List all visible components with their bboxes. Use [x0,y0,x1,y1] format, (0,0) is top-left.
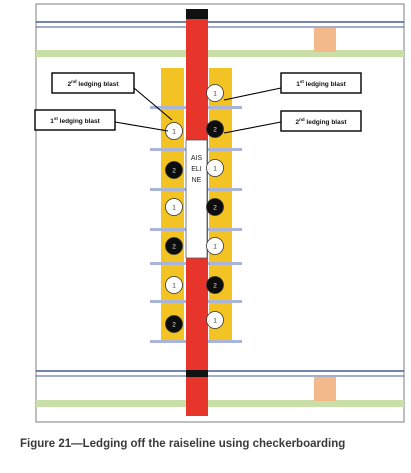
blast-hole-2nd [165,237,183,255]
top-orange-block [314,28,336,52]
rib-left [150,148,186,151]
blast-hole-label: 2 [213,283,217,290]
rib-right [208,300,242,303]
rib-right [208,340,242,343]
callout-box [280,72,362,94]
callout-leader-line [114,121,169,132]
top-green-band [36,50,404,57]
rib-right [208,188,242,191]
rib-left [150,188,186,191]
rib-right [208,262,242,265]
right-hole-column: 1 2 1 2 1 2 1 [206,84,224,329]
raise-label-line-3: NE [192,177,202,184]
raise-top-black-band [186,9,208,19]
blast-hole-label: 2 [213,205,217,212]
blast-hole-label: 1 [213,166,217,173]
blast-hole-label: 1 [172,205,176,212]
blast-hole-1st [165,198,183,216]
blast-hole-2nd [206,276,224,294]
blast-hole-label: 2 [172,168,176,175]
callout-box [34,109,116,131]
rib-right [208,148,242,151]
callout-leader-line [223,121,282,134]
blast-hole-label: 1 [172,283,176,290]
callout-text: 2nd ledging blast [67,79,119,88]
rib-left [150,106,186,109]
rib-left [150,228,186,231]
blast-hole-label: 1 [172,129,176,136]
callout-text: 1st ledging blast [50,116,100,125]
rib-right [208,106,242,109]
blast-hole-label: 2 [172,322,176,329]
blast-hole-label: 1 [213,91,217,98]
rib-lines [150,106,242,343]
blast-hole-2nd [206,198,224,216]
blast-hole-1st [206,159,224,177]
blast-hole-2nd [165,315,183,333]
bottom-green-band [36,400,404,407]
blast-hole-2nd [165,161,183,179]
bottom-orange-block [314,377,336,401]
rib-right [208,228,242,231]
blast-hole-1st [206,84,224,102]
blast-hole-label: 2 [213,127,217,134]
top-level-drive [36,21,404,57]
callout-leader-line [133,87,173,121]
raise-label-line-2: ELI [191,166,202,173]
blast-hole-1st [165,276,183,294]
rib-left [150,262,186,265]
rib-left [150,340,186,343]
blast-hole-label: 1 [213,318,217,325]
callout-text: 1st ledging blast [296,79,346,88]
callout-labels: 2nd ledging blast 1st ledging blast 1st le… [34,72,362,134]
blast-hole-2nd [206,120,224,138]
callout-leader-line [223,87,282,101]
blast-hole-1st [206,311,224,329]
raise-bottom-black-band [186,370,208,377]
left-hole-column: 1 2 1 2 1 2 [165,122,183,333]
figure-caption: Figure 21—Ledging off the raiseline usin… [20,438,346,450]
rib-left [150,300,186,303]
bottom-level-drive [36,370,404,407]
raise-label-line-1: AIS [191,155,203,162]
blast-hole-1st [206,237,224,255]
callout-box [51,72,135,94]
callout-text: 2nd ledging blast [295,117,347,126]
raise-label-box [185,139,208,259]
raise-label: AIS ELI NE [191,155,203,184]
callout-box [280,110,362,132]
blast-hole-label: 1 [213,244,217,251]
blast-hole-label: 2 [172,244,176,251]
